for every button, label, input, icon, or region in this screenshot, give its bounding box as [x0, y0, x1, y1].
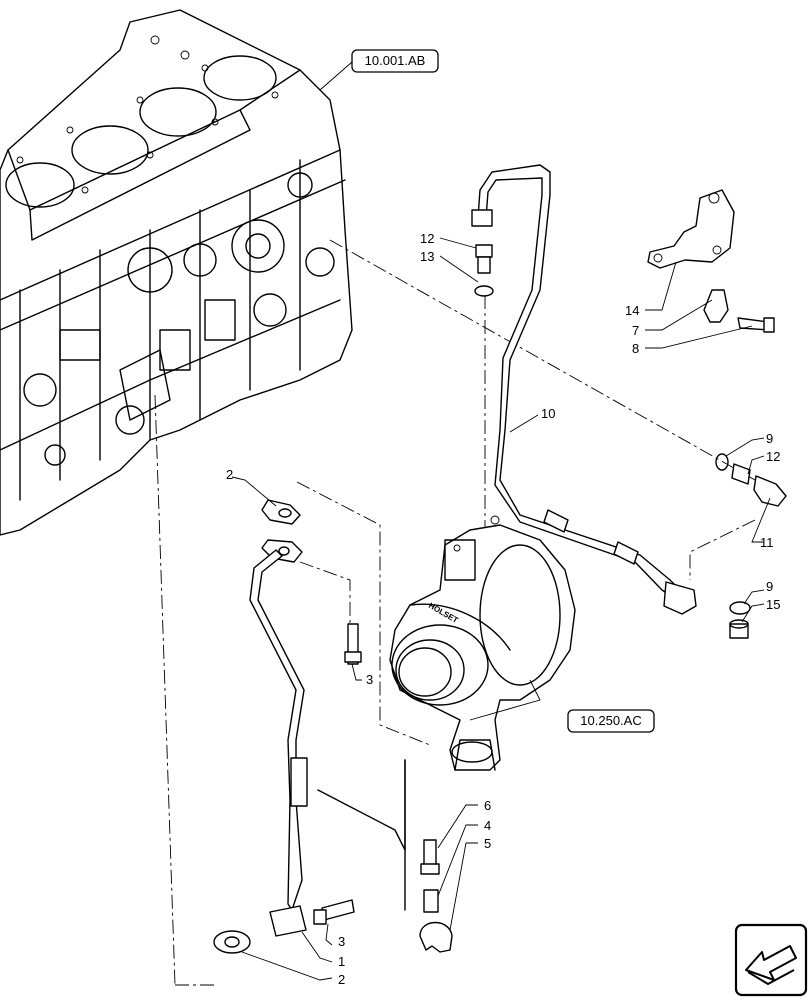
- ref-label-engine-block: 10.001.AB: [365, 53, 426, 68]
- ref-label-turbocharger: 10.250.AC: [580, 713, 641, 728]
- leader-lines: [231, 61, 771, 981]
- callout-11: 11: [760, 535, 774, 550]
- oil-feed-pipe-drawing: [471, 164, 697, 615]
- callout-7: 7: [632, 323, 639, 338]
- ref-box-turbocharger[interactable]: 10.250.AC: [567, 709, 655, 733]
- callout-13: 13: [420, 249, 434, 264]
- callout-2-bottom: 2: [338, 972, 345, 987]
- callout-10: 10: [541, 406, 555, 421]
- callout-6: 6: [484, 798, 491, 813]
- bolts-3-6-spacer-4-clamp-5: [313, 623, 453, 953]
- washer-9-and-union-12-right: [715, 453, 787, 507]
- callout-15: 15: [766, 597, 780, 612]
- callout-9-right: 9: [766, 431, 773, 446]
- callout-5: 5: [484, 836, 491, 851]
- callout-4: 4: [484, 818, 491, 833]
- callout-8: 8: [632, 341, 639, 356]
- drain-pipe-drawing: [213, 499, 308, 954]
- callout-12-top: 12: [420, 231, 434, 246]
- callout-labels: 12 13 10 14 7 8 9 12 11 9 15 2 3 6 4 5 3…: [226, 231, 780, 987]
- previous-arrow-icon[interactable]: [734, 923, 808, 997]
- callout-2-top: 2: [226, 467, 233, 482]
- ref-box-engine-block[interactable]: 10.001.AB: [351, 49, 439, 73]
- callout-12-right: 12: [766, 449, 780, 464]
- clamp-7-and-bolt-8: [703, 289, 775, 333]
- washer-9-and-plug-15: [729, 601, 751, 639]
- callout-14: 14: [625, 303, 639, 318]
- callout-9-lower: 9: [766, 579, 773, 594]
- callout-1: 1: [338, 954, 345, 969]
- bracket-14: [647, 189, 735, 269]
- engine-block-drawing: [0, 9, 353, 536]
- callout-3-upper: 3: [366, 672, 373, 687]
- callout-3-lower: 3: [338, 934, 345, 949]
- fitting-12-top: [474, 244, 494, 297]
- turbocharger-drawing: HOLSET: [389, 515, 576, 771]
